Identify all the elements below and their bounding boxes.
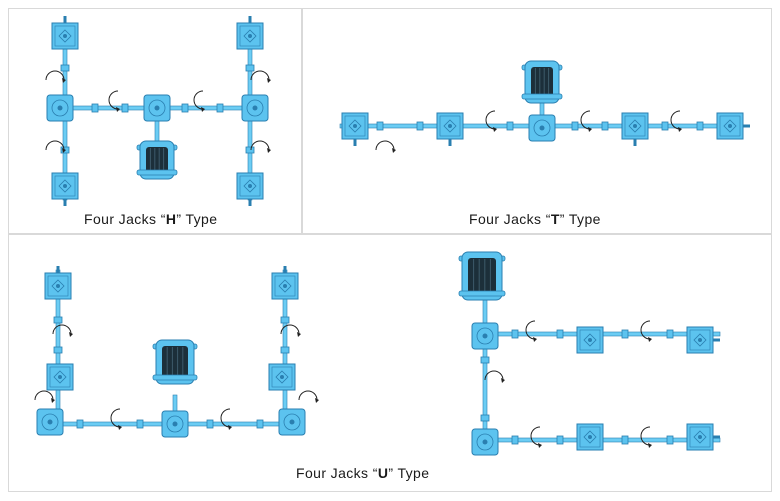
coupling-icon [480,356,490,364]
bevel-gearbox-icon [143,94,171,122]
coupling-icon [480,414,490,422]
screw-jack-icon [716,112,750,140]
shaft [482,299,488,446]
rotation-arrow-icon [110,408,122,430]
coupling-icon [416,121,424,131]
screw-jack-icon [436,112,464,146]
bevel-gearbox-icon [471,322,499,350]
panel-u-type [8,234,772,492]
screw-jack-icon [236,172,264,206]
coupling-icon [91,103,99,113]
coupling-icon [511,435,519,445]
bevel-gearbox-icon [241,94,269,122]
rotation-arrow-icon [45,140,66,153]
rotation-arrow-icon [108,90,120,112]
coupling-icon [621,329,629,339]
rotation-arrow-icon [375,140,396,153]
screw-jack-icon [44,266,72,300]
coupling-icon [216,103,224,113]
coupling-icon [256,419,264,429]
coupling-icon [666,435,674,445]
rotation-arrow-icon [640,320,652,342]
rotation-arrow-icon [220,408,232,430]
rotation-arrow-icon [530,426,542,448]
coupling-icon [556,329,564,339]
screw-jack-icon [686,326,720,354]
coupling-icon [571,121,579,131]
screw-jack-icon [236,16,264,50]
caption-t-type: Four Jacks “T” Type [469,211,601,227]
coupling-icon [181,103,189,113]
rotation-arrow-icon [250,70,271,83]
coupling-icon [661,121,669,131]
coupling-icon [206,419,214,429]
rotation-arrow-icon [640,426,652,448]
bevel-gearbox-icon [36,408,64,436]
rotation-arrow-icon [670,110,682,132]
rotation-arrow-icon [280,324,301,337]
bevel-gearbox-icon [471,428,499,456]
bevel-gearbox-icon [161,410,189,438]
coupling-icon [601,121,609,131]
coupling-icon [621,435,629,445]
coupling-icon [666,329,674,339]
rotation-arrow-icon [250,140,271,153]
coupling-icon [556,435,564,445]
coupling-icon [136,419,144,429]
caption-u-type: Four Jacks “U” Type [296,465,430,481]
coupling-icon [121,103,129,113]
coupling-icon [53,346,63,354]
bevel-gearbox-icon [46,94,74,122]
rotation-arrow-icon [34,390,55,403]
motor-icon [152,339,198,385]
rotation-arrow-icon [52,324,73,337]
bevel-gearbox-icon [278,408,306,436]
screw-jack-icon [341,112,369,146]
coupling-icon [280,316,290,324]
screw-jack-icon [46,363,74,391]
screw-jack-icon [621,112,649,146]
motor-icon [136,140,178,180]
screw-jack-icon [51,172,79,206]
coupling-icon [60,64,70,72]
rotation-arrow-icon [525,320,537,342]
rotation-arrow-icon [45,70,66,83]
screw-jack-icon [576,423,604,451]
screw-jack-icon [51,16,79,50]
rotation-arrow-icon [485,110,497,132]
coupling-icon [696,121,704,131]
screw-jack-icon [268,363,296,391]
rotation-arrow-icon [298,390,319,403]
rotation-arrow-icon [193,90,205,112]
rotation-arrow-icon [484,370,505,383]
rotation-arrow-icon [580,110,592,132]
coupling-icon [280,346,290,354]
screw-jack-icon [576,326,604,354]
coupling-icon [245,146,255,154]
coupling-icon [53,316,63,324]
bevel-gearbox-icon [528,114,556,142]
screw-jack-icon [686,423,720,451]
coupling-icon [511,329,519,339]
motor-icon [521,60,563,104]
motor-icon [458,251,506,301]
coupling-icon [76,419,84,429]
screw-jack-icon [271,266,299,300]
coupling-icon [506,121,514,131]
caption-h-type: Four Jacks “H” Type [84,211,218,227]
coupling-icon [245,64,255,72]
coupling-icon [376,121,384,131]
